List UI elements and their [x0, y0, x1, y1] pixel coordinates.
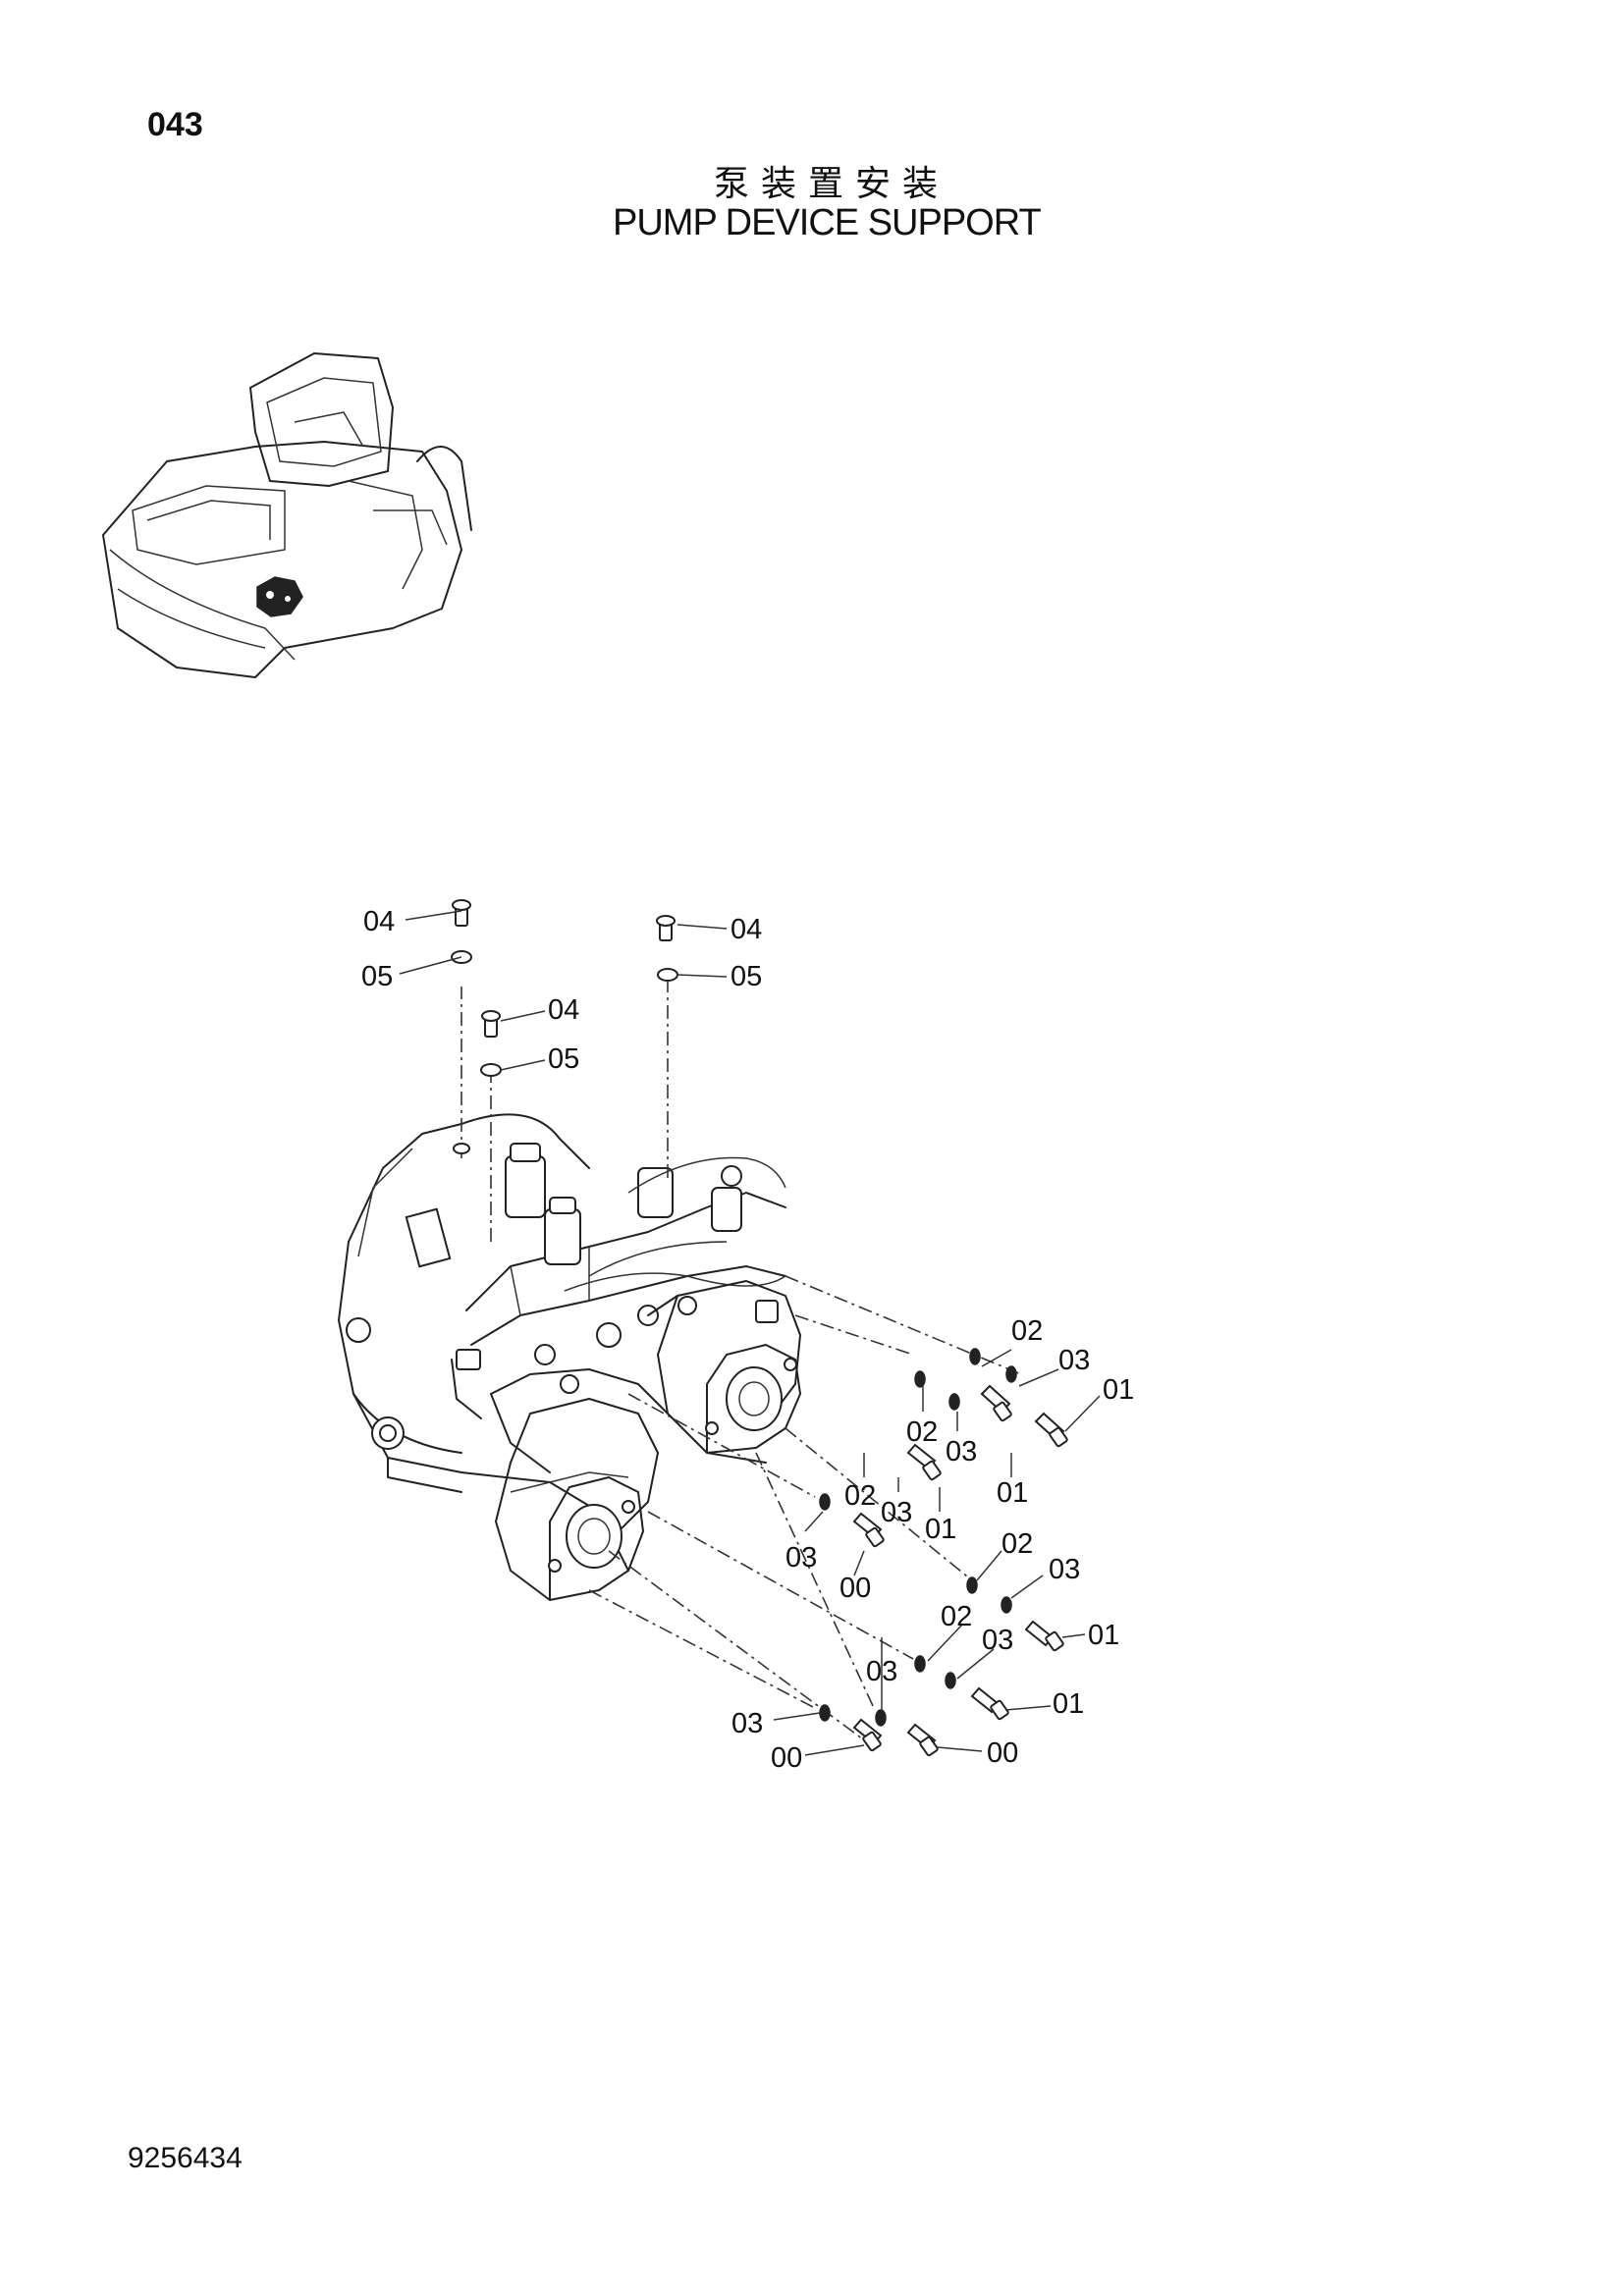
callout-label: 02	[1011, 1315, 1043, 1347]
callout-leader-lines	[399, 910, 1101, 1756]
callout-label: 03	[785, 1542, 817, 1574]
machine-overview-illustration	[102, 352, 472, 678]
callout-label: 02	[844, 1480, 876, 1512]
callout-label: 05	[731, 961, 762, 992]
callout-label: 03	[1058, 1345, 1090, 1376]
callout-label: 00	[987, 1737, 1018, 1769]
callout-label: 04	[548, 994, 579, 1026]
callout-label: 05	[361, 961, 393, 992]
callout-label: 04	[363, 906, 395, 937]
callout-label: 03	[946, 1436, 977, 1468]
callout-labels: 04 05 04 05 04 05 02 03 01 02 03 01 02 0…	[361, 906, 1134, 1774]
title-english: PUMP DEVICE SUPPORT	[613, 202, 1042, 243]
callout-label: 00	[771, 1742, 802, 1774]
title-chinese: 泵装置安装	[714, 164, 950, 204]
callout-label: 01	[1088, 1620, 1119, 1651]
callout-label: 03	[982, 1625, 1013, 1656]
page-number: 043	[147, 106, 203, 143]
callout-label: 01	[1103, 1374, 1134, 1406]
callout-label: 05	[548, 1043, 579, 1075]
callout-label: 01	[997, 1477, 1028, 1509]
callout-label: 02	[906, 1416, 938, 1448]
callout-label: 03	[1049, 1554, 1080, 1585]
callout-label: 00	[839, 1573, 871, 1604]
document-number: 9256434	[128, 2142, 243, 2174]
pump-assembly-illustration	[338, 982, 1022, 1748]
callout-label: 03	[881, 1497, 912, 1528]
callout-label: 03	[731, 1708, 763, 1739]
callout-label: 04	[731, 914, 762, 945]
callout-label: 03	[866, 1656, 897, 1687]
fastener-parts	[451, 899, 1068, 1757]
callout-label: 01	[925, 1514, 956, 1545]
callout-label: 02	[941, 1601, 972, 1632]
callout-label: 01	[1053, 1688, 1084, 1720]
callout-label: 02	[1001, 1528, 1033, 1560]
